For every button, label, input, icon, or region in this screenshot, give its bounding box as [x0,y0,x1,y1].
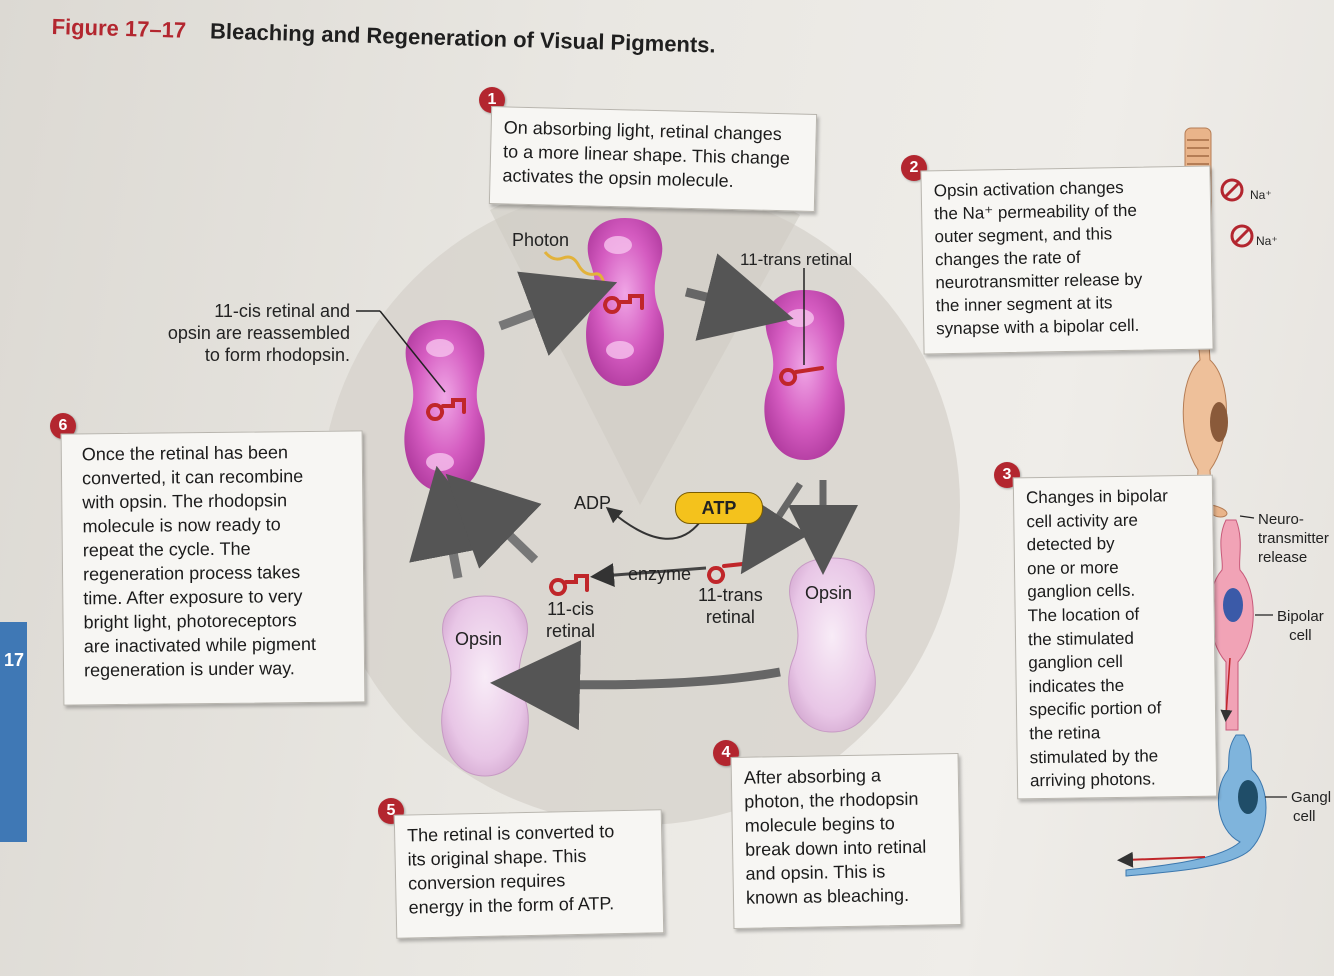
step-3-line: the stimulated [1027,628,1134,649]
step-5-callout: The retinal is converted to its original… [393,809,665,939]
step-6-line: time. After exposure to very [83,586,303,609]
signal-arrow-ganglion [1117,851,1206,868]
signal-arrow-bipolar [1220,657,1233,722]
neurotransmitter-line: transmitter [1258,530,1329,547]
step-6-line: with opsin. The rhodopsin [82,490,288,513]
step-3-line: ganglion cell [1028,652,1123,673]
step-4-line: known as bleaching. [745,884,910,908]
cis-reassembled-line: 11-cis retinal and [214,301,350,321]
na-blocked-icon-2 [1230,224,1254,248]
arrow-top-to-right [684,253,794,341]
bipolar-label: Bipolar cell [1277,607,1324,645]
arrow-atp-adp [605,506,701,540]
step-3-line: detected by [1026,534,1115,555]
chapter-tab-label: 17 [4,650,25,670]
retinal-left [426,398,466,421]
atp-badge: ATP [675,492,763,524]
arrow-bottom [490,640,781,731]
bipolar-cell [1209,519,1254,731]
step-4-line: After absorbing a [743,765,882,788]
step-4-line: and opsin. This is [745,861,886,884]
step-4-line: break down into retinal [744,836,927,860]
step-1-callout: On absorbing light, retinal changes to a… [488,106,818,212]
arrow-cis-up [445,473,542,569]
step-6-line: Once the retinal has been [81,442,289,465]
step-6-line: molecule is now ready to [82,514,281,537]
rhodopsin-top-highlight-2 [606,341,634,359]
step-3-line: the retina [1029,723,1101,744]
step-3-line: The location of [1027,604,1140,626]
cis-retinal-line: retinal [546,621,596,641]
step-3-line: stimulated by the [1029,745,1159,767]
retinal-right [779,366,824,386]
step-4-line: photon, the rhodopsin [744,788,919,812]
step-4-line: molecule begins to [744,813,895,836]
step-6-line: regeneration is under way. [83,658,295,681]
rhodopsin-top-highlight-1 [604,236,632,254]
retinal-cis-free [549,574,589,596]
leader-cis-reassembled-2 [379,310,446,393]
step-3-line: one or more [1026,557,1119,579]
opsin-left-label: Opsin [455,629,503,649]
ganglion-label: Gangl cell [1291,788,1331,826]
rhodopsin-left-highlight-1 [426,339,454,357]
arrow-enzyme [590,563,707,588]
step-3-line: indicates the [1028,675,1125,696]
ganglion-line: Gangl [1291,789,1332,806]
na-blocked-icon-1 [1220,178,1244,202]
na-label-2: Na⁺ [1256,234,1278,248]
ganglion-line: cell [1293,808,1316,825]
trans-retinal-line: 11-trans [698,585,763,605]
step-5-line: The retinal is converted to [406,821,615,846]
rhodopsin-right-highlight [786,309,814,327]
trans-retinal-label: 11-trans retinal [698,584,763,628]
step-6-line: repeat the cycle. The [82,538,251,561]
adp-label: ADP [574,493,612,513]
step-3-line: Changes in bipolar [1025,486,1168,508]
step-3-callout: Changes in bipolar cell activity are det… [1012,474,1218,800]
step-4-callout: After absorbing a photon, the rhodopsin … [730,753,962,929]
step-6-line: bright light, photoreceptors [83,610,297,633]
cis-retinal-line: 11-cis [547,599,594,619]
step-6-line: regeneration process takes [82,562,301,585]
bipolar-line: Bipolar [1277,608,1324,625]
na-label-1: Na⁺ [1250,188,1272,202]
cis-retinal-label: 11-cis retinal [546,598,595,642]
opsin-right-label: Opsin [805,583,853,603]
step-6-callout: Once the retinal has been converted, it … [60,430,366,706]
cis-reassembled-label: 11-cis retinal and opsin are reassembled… [150,300,350,366]
step-3-line: specific portion of [1028,698,1162,720]
step-3-line: cell activity are [1026,510,1138,531]
neurotransmitter-line: release [1258,549,1308,566]
step-5-line: energy in the form of ATP. [408,893,615,918]
trans-retinal-top-label: 11-trans retinal [740,250,853,269]
bipolar-line: cell [1289,627,1312,644]
step-6-line: are inactivated while pigment [83,633,317,657]
cis-reassembled-line: opsin are reassembled [167,323,350,343]
chapter-tab: 17 [0,622,27,842]
photon-label: Photon [512,230,570,250]
ganglion-cell [1125,734,1267,877]
step-3-line: arriving photons. [1029,769,1156,791]
neurotransmitter-label: Neuro- transmitter release [1258,510,1329,567]
trans-retinal-line: retinal [705,607,755,627]
neurotransmitter-line: Neuro- [1258,511,1304,528]
opsin-left [441,595,529,777]
step-6-line: converted, it can recombine [81,466,304,489]
cis-reassembled-line: to form rhodopsin. [204,345,350,365]
step-2-callout: Opsin activation changes the Na⁺ permeab… [920,165,1214,355]
arrow-right-to-trans [740,482,809,575]
arrow-left-to-top [498,271,618,356]
step-2-line: synapse with a bipolar cell. [936,315,1140,339]
opsin-right [788,557,876,733]
leader-neurotransmitter [1239,515,1255,519]
step-3-line: ganglion cells. [1027,581,1136,602]
enzyme-label: enzyme [628,564,692,584]
rhodopsin-left-highlight-2 [426,453,454,471]
